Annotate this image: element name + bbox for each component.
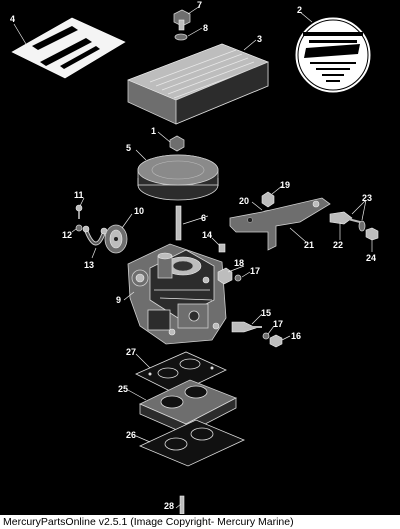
callout-24: 24	[366, 253, 376, 263]
bracket-stud[interactable]	[329, 211, 361, 225]
flame-arrestor-nut[interactable]	[169, 135, 185, 152]
bracket-nut[interactable]	[261, 191, 275, 208]
callout-labels: 1 2 3 4 5 6 7 8 9 10 11 12 13 14 15 16 1…	[10, 0, 376, 511]
callout-22: 22	[333, 240, 343, 250]
mounting-stud[interactable]	[179, 495, 185, 514]
callout-9: 9	[116, 295, 121, 305]
callout-20: 20	[239, 196, 249, 206]
callout-15: 15	[261, 308, 271, 318]
vent-fitting[interactable]	[218, 243, 226, 253]
callout-14: 14	[202, 230, 212, 240]
screw-nut[interactable]	[269, 334, 283, 348]
leader-lines	[13, 5, 373, 509]
callout-3: 3	[257, 34, 262, 44]
callout-12: 12	[62, 230, 72, 240]
callout-19: 19	[280, 180, 290, 190]
callout-25: 25	[118, 384, 128, 394]
screw-washer[interactable]	[75, 224, 83, 232]
decal-sheet[interactable]	[11, 17, 126, 79]
callout-18: 18	[234, 258, 244, 268]
callout-17b: 17	[273, 319, 283, 329]
callout-5: 5	[126, 143, 131, 153]
callout-26: 26	[126, 430, 136, 440]
callout-6: 6	[201, 213, 206, 223]
choke-housing[interactable]	[104, 224, 128, 254]
callout-21: 21	[304, 240, 314, 250]
callout-8: 8	[203, 23, 208, 33]
callout-16: 16	[291, 331, 301, 341]
arrestor-stud[interactable]	[175, 205, 182, 241]
engine-cover[interactable]	[127, 43, 269, 125]
flame-arrestor[interactable]	[137, 154, 219, 201]
carburetor-gasket[interactable]	[135, 351, 227, 395]
callout-23: 23	[362, 193, 372, 203]
stud-nut[interactable]	[365, 227, 379, 241]
callout-10: 10	[134, 206, 144, 216]
throttle-bracket[interactable]	[229, 197, 331, 251]
callout-4: 4	[10, 14, 15, 24]
callout-13: 13	[84, 260, 94, 270]
cable-bracket[interactable]	[82, 225, 108, 246]
cover-washer[interactable]	[174, 33, 188, 41]
callout-27: 27	[126, 347, 136, 357]
carburetor-exploded-diagram: 1 2 3 4 5 6 7 8 9 10 11 12 13 14 15 16 1…	[10, 0, 379, 514]
callout-28: 28	[164, 501, 174, 511]
base-gasket[interactable]	[139, 419, 245, 467]
cover-nut[interactable]	[173, 9, 191, 31]
idle-screw[interactable]	[231, 321, 262, 333]
callout-2: 2	[297, 5, 302, 15]
callout-11: 11	[74, 190, 84, 200]
fuel-inlet-gasket[interactable]	[234, 274, 242, 282]
callout-17: 17	[250, 266, 260, 276]
carburetor[interactable]	[127, 243, 227, 345]
round-decal[interactable]	[295, 17, 371, 93]
callout-7: 7	[197, 0, 202, 10]
stud-washer[interactable]	[358, 220, 366, 232]
callout-1: 1	[151, 126, 156, 136]
screw-gasket[interactable]	[262, 332, 270, 340]
copyright-footer: MercuryPartsOnline v2.5.1 (Image Copyrig…	[0, 515, 400, 529]
bracket-screw[interactable]	[75, 204, 83, 219]
